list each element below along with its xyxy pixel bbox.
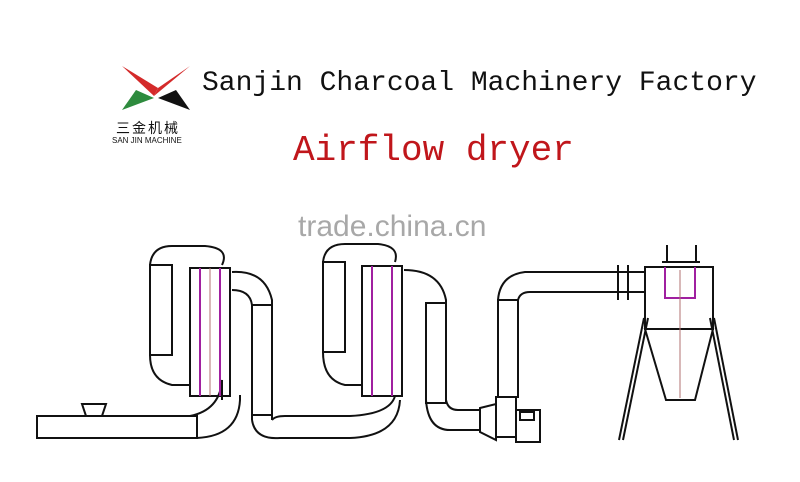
sanjin-logo-icon	[122, 66, 190, 110]
drying-pipe-loop-2	[322, 243, 480, 439]
feed-conveyor	[36, 403, 198, 439]
cyclone-separator	[643, 245, 715, 401]
outlet-pipe	[497, 265, 645, 398]
product-title: Airflow dryer	[293, 130, 574, 171]
bottom-pipe-1	[251, 415, 350, 440]
drying-pipe-loop-1	[149, 245, 273, 439]
logo-chinese-text: 三金机械	[116, 121, 180, 137]
support-legs	[618, 317, 739, 441]
feed-hopper	[80, 403, 108, 417]
logo-english-text: SAN JIN MACHINE	[112, 136, 182, 145]
company-title: Sanjin Charcoal Machinery Factory	[202, 68, 757, 99]
induced-draft-fan	[479, 396, 541, 443]
watermark: trade.china.cn	[298, 210, 487, 243]
